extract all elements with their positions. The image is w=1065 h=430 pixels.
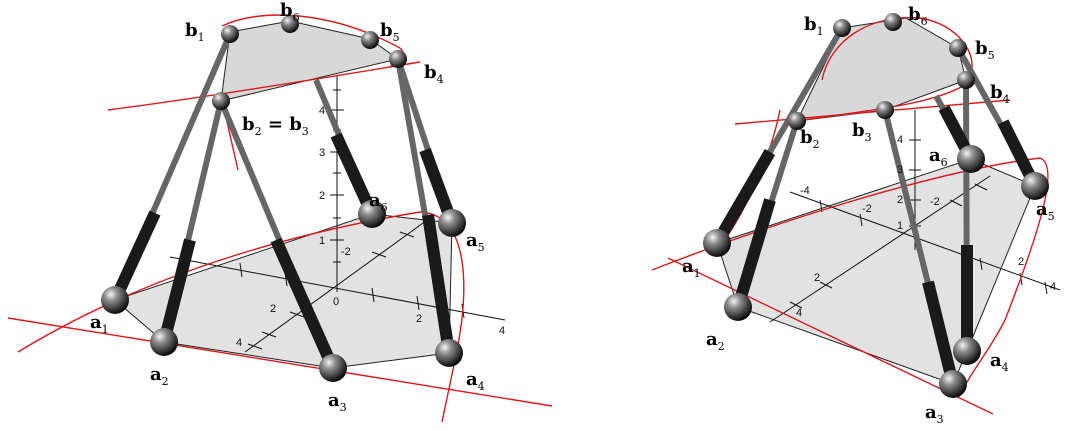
label-a6: a6 <box>369 190 388 214</box>
tick-h2: 2 <box>416 313 422 325</box>
tick-v1: 1 <box>319 235 325 247</box>
joint-b4 <box>957 71 975 89</box>
joint-b1 <box>833 19 851 37</box>
joint-a5 <box>438 209 466 237</box>
joint-a2 <box>150 328 178 356</box>
joint-b2 <box>788 112 806 130</box>
joint-b5 <box>949 39 967 57</box>
left-point-labels: b1 b6 b5 b4 b2 = b3 a1 a2 a3 a4 a5 a6 <box>90 0 485 414</box>
label-a4: a4 <box>466 369 485 393</box>
label-b6: b6 <box>908 4 928 28</box>
joint-a3 <box>319 354 347 382</box>
tick-v3: 3 <box>897 164 903 176</box>
joint-b6 <box>281 15 299 33</box>
joint-a4 <box>953 337 981 365</box>
label-b2-eq-b3: b2 = b3 <box>242 114 309 138</box>
label-a3: a3 <box>328 390 347 414</box>
tick-d4: 4 <box>236 337 242 349</box>
right-configuration: 1 2 3 4 -4 -2 2 4 -2 2 4 b1 b6 b5 b4 b2 … <box>651 4 1061 426</box>
label-a3: a3 <box>925 402 944 426</box>
label-b6: b6 <box>280 0 300 24</box>
joint-a1 <box>101 286 129 314</box>
label-b4: b4 <box>424 62 444 86</box>
tick-d2: 2 <box>270 303 276 315</box>
tick-v4: 4 <box>319 105 325 117</box>
right-legs <box>711 26 1041 386</box>
label-b4: b4 <box>990 82 1010 106</box>
left-platform-polygon <box>220 20 400 102</box>
tick-h0: 0 <box>333 296 339 308</box>
label-b1: b1 <box>804 14 824 38</box>
label-a6: a6 <box>929 145 948 169</box>
tick-v1: 1 <box>897 220 903 232</box>
label-a4: a4 <box>990 350 1009 374</box>
joint-a2 <box>724 293 752 321</box>
joint-a3 <box>939 370 967 398</box>
tick-v2: 2 <box>319 190 325 202</box>
label-a1: a1 <box>90 312 109 336</box>
right-point-labels: b1 b6 b5 b4 b2 b3 a1 a2 a3 a4 a5 a6 <box>682 4 1055 426</box>
label-a5: a5 <box>466 230 485 254</box>
joint-b2-b3 <box>212 92 230 110</box>
tick-d-2: -2 <box>341 246 351 258</box>
right-joints <box>703 13 1049 398</box>
label-a5: a5 <box>1036 199 1055 223</box>
joint-b3 <box>876 101 894 119</box>
left-joints <box>101 15 466 382</box>
joint-a4 <box>435 339 463 367</box>
joint-a6 <box>358 200 386 228</box>
tick-v2: 2 <box>897 194 903 206</box>
tick-h-2: -2 <box>930 196 940 208</box>
label-a1: a1 <box>682 256 701 280</box>
tick-v3: 3 <box>319 147 325 159</box>
joint-a5 <box>1021 172 1049 200</box>
label-b5: b5 <box>380 20 400 44</box>
tick-h4: 4 <box>499 325 505 337</box>
joint-b5 <box>361 31 379 49</box>
label-a2: a2 <box>706 329 725 353</box>
label-b5: b5 <box>975 38 995 62</box>
tick-d-4: -4 <box>800 185 810 197</box>
tick-h2: 2 <box>1018 256 1024 268</box>
left-axes <box>169 75 506 353</box>
label-b3: b3 <box>852 120 872 144</box>
label-a2: a2 <box>150 364 169 388</box>
tick-h4: 4 <box>1050 281 1056 293</box>
joint-b1 <box>221 25 239 43</box>
tick-d2: 2 <box>814 272 820 284</box>
joint-b6 <box>884 13 902 31</box>
left-tick-labels: 1 2 3 4 -2 2 4 0 2 4 <box>236 105 505 349</box>
tick-v4: 4 <box>897 134 903 146</box>
label-b1: b1 <box>185 20 205 44</box>
joint-b4 <box>389 50 407 68</box>
joint-a6 <box>957 145 985 173</box>
label-b2: b2 <box>800 127 820 151</box>
right-tick-labels: 1 2 3 4 -4 -2 2 4 -2 2 4 <box>796 134 1056 319</box>
left-legs <box>109 32 458 371</box>
joint-a1 <box>703 229 731 257</box>
left-configuration: 1 2 3 4 -2 2 4 0 2 4 b1 b6 b5 b4 b2 = b3… <box>7 0 553 423</box>
tick-d4: 4 <box>796 307 802 319</box>
tick-d-2: -2 <box>862 203 872 215</box>
